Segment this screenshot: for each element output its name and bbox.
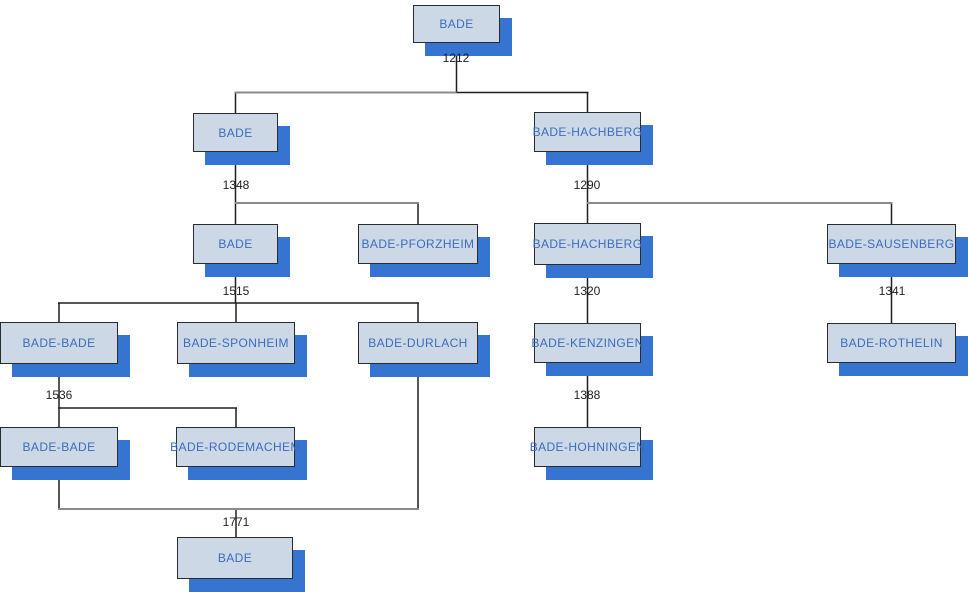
tree-node-bade-rothelin[interactable]: BADE-ROTHELIN bbox=[827, 323, 956, 363]
tree-node-label: BADE-ROTHELIN bbox=[840, 336, 943, 350]
tree-node-bade-gen3[interactable]: BADE bbox=[193, 224, 278, 264]
tree-node-label: BADE-DURLACH bbox=[368, 336, 468, 350]
tree-node-bade-root[interactable]: BADE bbox=[413, 5, 500, 43]
branch-year-1515: 1515 bbox=[222, 284, 250, 298]
tree-node-bade-hachberg-gen3[interactable]: BADE-HACHBERG bbox=[532, 223, 643, 265]
tree-node-bade-hohningen[interactable]: BADE-HOHNINGEN bbox=[530, 427, 645, 467]
tree-node-label: BADE-SAUSENBERG bbox=[828, 237, 955, 251]
tree-node-label: BADE-BADE bbox=[22, 336, 96, 350]
tree-node-label: BADE bbox=[218, 125, 253, 140]
tree-node-label: BADE-HACHBERG bbox=[532, 125, 643, 139]
tree-node-label: BADE bbox=[439, 17, 474, 31]
branch-year-1212: 1212 bbox=[442, 51, 470, 65]
tree-node-bade-pforzheim[interactable]: BADE-PFORZHEIM bbox=[358, 224, 478, 264]
branch-year-1348: 1348 bbox=[222, 178, 250, 192]
tree-node-bade-bade-gen5[interactable]: BADE-BADE bbox=[0, 427, 118, 467]
tree-node-bade-sausenberg[interactable]: BADE-SAUSENBERG bbox=[827, 224, 956, 264]
tree-node-bade-kenzingen[interactable]: BADE-KENZINGEN bbox=[531, 323, 644, 363]
tree-node-label: BADE-SPONHEIM bbox=[183, 336, 289, 350]
branch-year-1290: 1290 bbox=[573, 178, 601, 192]
tree-node-bade-sponheim[interactable]: BADE-SPONHEIM bbox=[177, 322, 295, 364]
tree-node-bade-gen2[interactable]: BADE bbox=[193, 113, 278, 152]
branch-year-1320: 1320 bbox=[573, 284, 601, 298]
branch-year-1388: 1388 bbox=[573, 388, 601, 402]
tree-node-bade-rodemachem[interactable]: BADE-RODEMACHEM bbox=[170, 427, 300, 467]
tree-node-bade-final[interactable]: BADE bbox=[177, 537, 293, 579]
tree-node-label: BADE-PFORZHEIM bbox=[361, 237, 475, 251]
tree-node-label: BADE bbox=[218, 237, 253, 251]
tree-node-bade-hachberg-gen2[interactable]: BADE-HACHBERG bbox=[532, 112, 643, 152]
tree-node-label: BADE-RODEMACHEM bbox=[170, 440, 301, 454]
tree-node-label: BADE-KENZINGEN bbox=[531, 336, 644, 350]
branch-year-1536: 1536 bbox=[45, 388, 73, 402]
tree-node-label: BADE-HACHBERG bbox=[532, 237, 643, 251]
tree-node-bade-bade-gen4[interactable]: BADE-BADE bbox=[0, 322, 118, 364]
branch-year-1341: 1341 bbox=[878, 284, 906, 298]
branch-year-1771: 1771 bbox=[222, 515, 250, 529]
tree-node-bade-durlach[interactable]: BADE-DURLACH bbox=[358, 322, 478, 364]
tree-node-label: BADE bbox=[217, 551, 253, 565]
tree-node-label: BADE-HOHNINGEN bbox=[529, 440, 646, 454]
tree-node-label: BADE-BADE bbox=[22, 440, 96, 454]
